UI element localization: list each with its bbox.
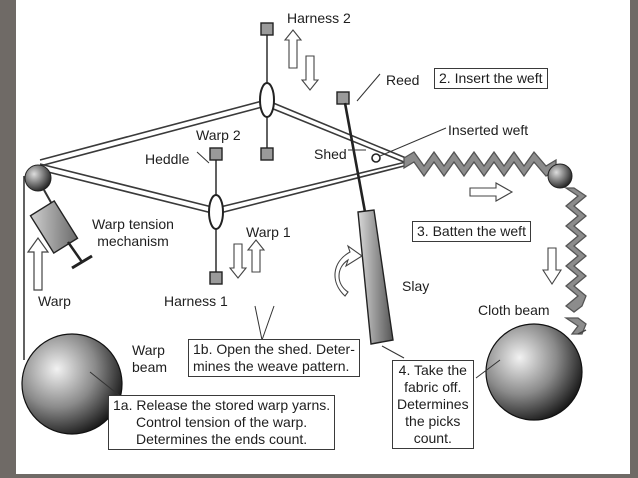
harness-2 (259, 22, 320, 161)
warp-beam (21, 333, 123, 435)
fabric-right-arrow (469, 182, 514, 202)
batten-weft-callout: 3. Batten the weft (412, 221, 531, 242)
warp-1-label: Warp 1 (246, 224, 291, 240)
harness-1 (208, 147, 266, 285)
reed-label: Reed (386, 72, 420, 88)
fabric-down-arrow (541, 247, 563, 286)
insert-weft-callout: 2. Insert the weft (434, 68, 548, 89)
warp-tension-mechanism (29, 189, 93, 270)
warp-up-arrow (26, 236, 50, 291)
open-shed-callout: 1b. Open the shed. Deter- mines the weav… (188, 339, 360, 377)
harness-2-label: Harness 2 (287, 10, 351, 26)
heddle-leader (196, 151, 210, 164)
harness-1-label: Harness 1 (164, 293, 228, 309)
shed-label: Shed (314, 146, 347, 162)
warp-yarns (23, 99, 407, 360)
inserted-weft-leader (379, 127, 447, 157)
release-warp-callout: 1a. Release the stored warp yarns. Contr… (108, 395, 336, 450)
back-roller (24, 164, 52, 192)
inserted-weft-label: Inserted weft (448, 122, 529, 138)
reed-slay (334, 91, 394, 345)
cloth-beam-label: Cloth beam (478, 302, 550, 318)
cloth-beam (485, 323, 583, 421)
warp-2-label: Warp 2 (196, 127, 241, 143)
warp-label: Warp (38, 293, 71, 309)
warp-tension-label: Warp tension mechanism (92, 216, 174, 249)
heddle-label: Heddle (145, 151, 190, 167)
warp-beam-label: Warp beam (132, 342, 168, 375)
reed-leader (356, 73, 381, 102)
take-fabric-callout: 4. Take the fabric off. Determines the p… (392, 360, 474, 449)
front-roller (547, 163, 573, 189)
inserted-weft-point (371, 153, 381, 163)
slay-label: Slay (402, 278, 430, 294)
